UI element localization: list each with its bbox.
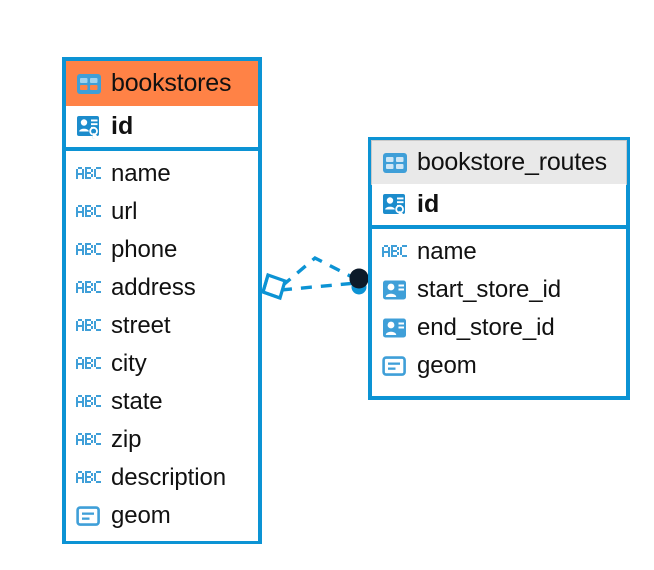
abc-text-icon [76, 433, 102, 447]
attribute-row[interactable]: geom [372, 347, 626, 385]
attribute-label: geom [417, 352, 477, 379]
attribute-row[interactable]: street [66, 307, 258, 345]
attribute-row[interactable]: phone [66, 231, 258, 269]
geometry-icon [382, 355, 408, 377]
relationship-line-lower [280, 281, 357, 292]
attribute-label: state [111, 388, 163, 415]
abc-text-icon [76, 395, 102, 409]
attribute-row[interactable]: state [66, 383, 258, 421]
entity-header-bookstore-routes[interactable]: bookstore_routes [371, 140, 627, 185]
attribute-label: end_store_id [417, 314, 555, 341]
abc-text-icon [76, 243, 102, 257]
attribute-row[interactable]: description [66, 459, 258, 497]
entity-header-bookstores[interactable]: bookstores [66, 61, 258, 106]
abc-text-icon [382, 245, 408, 259]
attribute-label: zip [111, 426, 142, 453]
attribute-label: street [111, 312, 171, 339]
filled-circle-marker [349, 268, 369, 295]
attribute-label: geom [111, 502, 171, 529]
primary-key-icon [382, 193, 408, 217]
abc-text-icon [76, 357, 102, 371]
primary-key-label: id [417, 190, 440, 218]
entity-bookstore-routes[interactable]: bookstore_routes id [368, 137, 630, 400]
attribute-row[interactable]: start_store_id [372, 271, 626, 309]
attribute-row[interactable]: name [372, 233, 626, 271]
foreign-key-icon [382, 317, 408, 339]
table-icon [76, 73, 102, 95]
attribute-row[interactable]: address [66, 269, 258, 307]
entity-bookstores[interactable]: bookstores id [62, 57, 262, 544]
attribute-label: start_store_id [417, 276, 562, 303]
foreign-key-icon [382, 279, 408, 301]
attribute-label: name [111, 160, 171, 187]
diamond-marker [261, 272, 287, 301]
geometry-icon [76, 505, 102, 527]
primary-key-row-bookstore-routes[interactable]: id [372, 184, 626, 229]
entity-body-bookstore-routes: name start_store_id [372, 229, 626, 391]
attribute-row[interactable]: url [66, 193, 258, 231]
table-icon [382, 152, 408, 174]
abc-text-icon [76, 205, 102, 219]
attribute-label: address [111, 274, 196, 301]
abc-text-icon [76, 281, 102, 295]
primary-key-row-bookstores[interactable]: id [66, 106, 258, 151]
entity-name-label: bookstore_routes [417, 148, 607, 176]
abc-text-icon [76, 319, 102, 333]
relationship-line-upper [280, 255, 357, 288]
attribute-label: name [417, 238, 477, 265]
attribute-row[interactable]: geom [66, 497, 258, 535]
abc-text-icon [76, 167, 102, 181]
attribute-label: description [111, 464, 226, 491]
entity-body-bookstores: name [66, 151, 258, 541]
attribute-row[interactable]: zip [66, 421, 258, 459]
primary-key-label: id [111, 112, 134, 140]
attribute-row[interactable]: end_store_id [372, 309, 626, 347]
attribute-label: phone [111, 236, 178, 263]
attribute-label: city [111, 350, 147, 377]
attribute-row[interactable]: city [66, 345, 258, 383]
entity-name-label: bookstores [111, 69, 232, 97]
attribute-label: url [111, 198, 138, 225]
attribute-row[interactable]: name [66, 155, 258, 193]
primary-key-icon [76, 115, 102, 139]
abc-text-icon [76, 471, 102, 485]
